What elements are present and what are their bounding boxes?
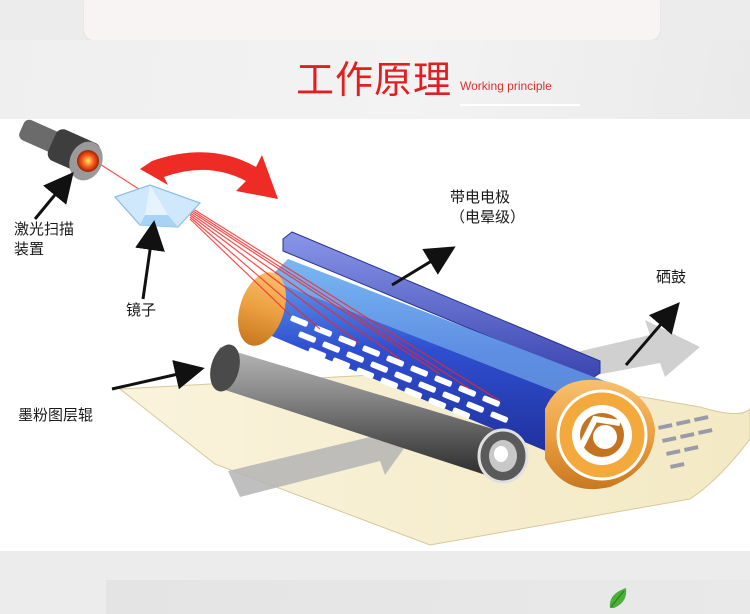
drum-label: 硒鼓 <box>656 268 687 286</box>
drum-body <box>249 259 620 459</box>
charger-label: 带电电极 （电晕级） <box>450 187 525 227</box>
top-card <box>84 0 660 40</box>
toner-roller-body <box>214 347 520 479</box>
toner-roller-left-end <box>210 344 240 392</box>
mirror-icon <box>113 184 202 228</box>
laser-pointer-arrow <box>33 172 74 220</box>
mirror-pointer-arrow <box>135 220 165 300</box>
section-title: 工作原理 Working principle <box>296 58 552 102</box>
paper-direction-arrow <box>228 422 405 497</box>
bottom-card <box>106 580 750 614</box>
diagram-panel: 激光扫描 装置 镜子 带电电极 （电晕级） 硒鼓 墨粉图层辊 <box>0 119 750 551</box>
leaf-icon <box>609 588 627 608</box>
charger-bar <box>282 231 601 380</box>
laser-label-line2: 装置 <box>14 240 45 258</box>
laser-label-line1: 激光扫描 <box>14 220 75 238</box>
laser-scanner-label: 激光扫描 装置 <box>14 219 74 259</box>
title-chinese: 工作原理 <box>296 58 453 102</box>
paper-print-marks <box>658 415 713 469</box>
printer-diagram <box>19 119 750 546</box>
charger-pointer-arrow <box>391 246 456 287</box>
title-underline <box>460 104 580 106</box>
drum-left-cap <box>238 272 286 346</box>
laser-beams <box>91 158 501 402</box>
title-band <box>0 40 750 120</box>
title-english: Working principle <box>460 79 552 93</box>
rotation-arrow-icon <box>140 152 278 199</box>
pointer-arrows <box>33 172 680 391</box>
toner-roller-pointer-arrow <box>111 360 205 391</box>
laser-scanner-icon <box>19 119 103 181</box>
toner-roller-label: 墨粉图层辊 <box>18 406 94 424</box>
charger-label-line2: （电晕级） <box>450 208 526 226</box>
drum-pointer-arrow <box>624 302 680 366</box>
charger-label-line1: 带电电极 <box>450 188 511 206</box>
mirror-label: 镜子 <box>126 301 157 319</box>
